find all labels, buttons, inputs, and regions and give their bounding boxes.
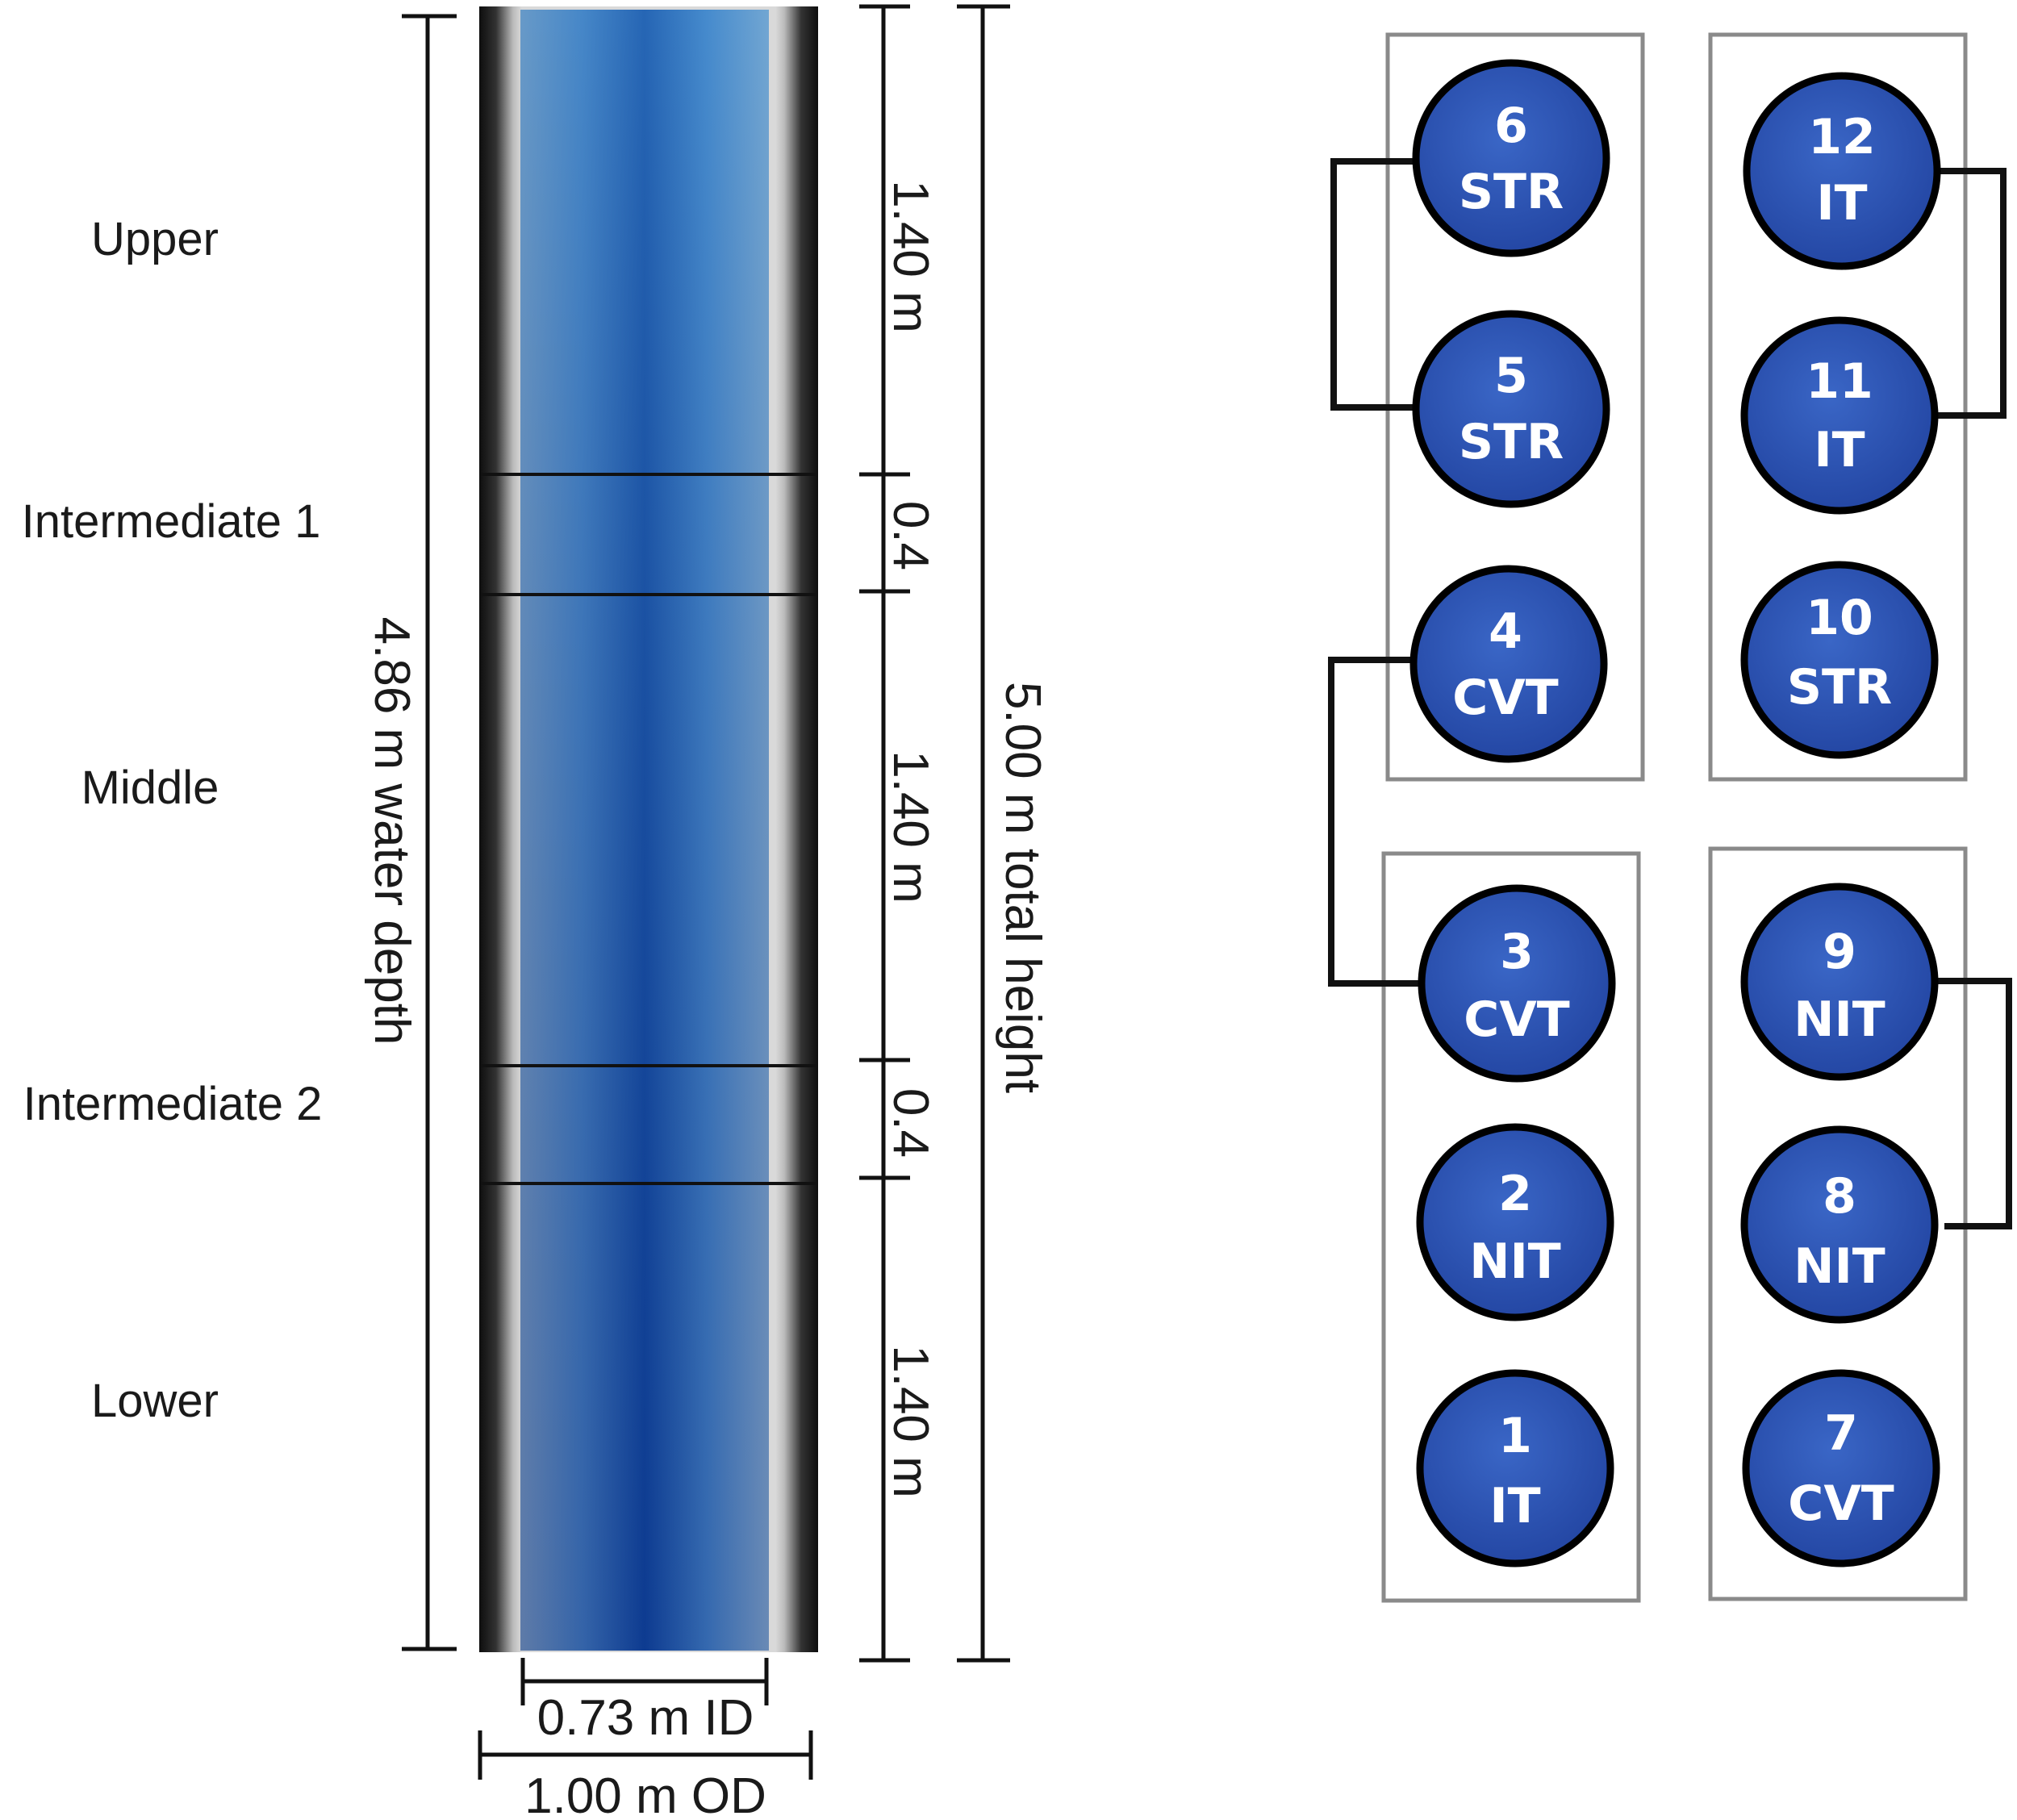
tank-number: 11 [1806,353,1873,410]
segment-label-upper: 1.40 m [883,180,938,333]
tank-type: IT [1814,422,1865,478]
tank-number: 7 [1824,1405,1858,1462]
tank-type: CVT [1788,1476,1894,1532]
tank-number: 10 [1806,590,1873,646]
tank-type: IT [1489,1478,1540,1534]
tank-circle [1740,561,1939,759]
segment-label-middle: 1.40 m [883,750,938,904]
tank-circle [1740,883,1939,1081]
tank-2: 2 NIT [1416,1123,1614,1321]
outer-diameter-label: 1.00 m OD [524,1768,766,1820]
water-depth-label: 4.86 m water depth [364,617,420,1046]
total-height-label: 5.00 m total height [995,682,1050,1093]
tank-type: NIT [1794,1238,1885,1295]
column-water-shade [520,10,769,1651]
tank-number: 8 [1823,1168,1856,1225]
tank-number: 6 [1494,98,1528,154]
outer-diameter-dimension: 1.00 m OD [478,1730,813,1820]
tank-group-box [1381,851,1641,1603]
tank-9: 9 NIT [1740,883,1939,1081]
total-height-dimension: 5.00 m total height [957,4,1050,1663]
tank-type: STR [1459,414,1564,470]
tank-7: 7 CVT [1742,1369,1940,1567]
tank-number: 1 [1498,1408,1532,1464]
tank-12: 12 IT [1743,72,1941,270]
connector-6-5 [1330,158,1418,411]
tank-type: NIT [1794,991,1885,1048]
tank-type: NIT [1469,1234,1561,1290]
section-label-upper: Upper [91,213,219,265]
tank-circle [1416,1123,1614,1321]
tank-circle [1743,72,1941,270]
tank-circle [1412,310,1610,508]
tank-layout: 6 STR 5 STR 4 CVT 12 IT 11 IT 10 STR [1328,32,2012,1603]
tank-number: 12 [1808,109,1876,165]
section-labels: Upper Intermediate 1 Middle Intermediate… [22,213,323,1427]
inner-diameter-dimension: 0.73 m ID [520,1658,769,1746]
tank-4: 4 CVT [1409,565,1608,763]
tank-1: 1 IT [1416,1369,1614,1567]
tank-5: 5 STR [1412,310,1610,508]
tank-circle [1740,1125,1939,1324]
section-label-intermediate-1: Intermediate 1 [22,495,321,548]
segment-dimension: 1.40 m 0.4 1.40 m 0.4 1.40 m [859,4,938,1663]
tank-number: 3 [1500,924,1534,980]
section-label-middle: Middle [81,762,219,814]
inner-diameter-label: 0.73 m ID [537,1690,754,1746]
column [479,6,818,1652]
tank-type: STR [1787,659,1892,716]
tank-circle [1418,884,1616,1083]
tank-number: 2 [1498,1166,1532,1222]
tank-6: 6 STR [1412,59,1610,257]
tank-circle [1412,59,1610,257]
connector-4-3 [1328,657,1422,987]
tank-circle [1740,316,1939,515]
tank-number: 4 [1489,603,1522,660]
connector-9-8 [1936,978,2012,1229]
tank-11: 11 IT [1740,316,1939,515]
tank-8: 8 NIT [1740,1125,1939,1324]
tank-number: 5 [1494,348,1528,404]
connector-12-11 [1936,168,2007,419]
tank-type: IT [1816,175,1867,232]
water-depth-dimension: 4.86 m water depth [364,14,457,1651]
tank-type: CVT [1464,991,1569,1048]
tank-group-box [1708,32,1968,782]
tank-type: CVT [1452,670,1558,726]
section-label-lower: Lower [91,1375,219,1427]
tank-circle [1742,1369,1940,1567]
segment-label-intermediate-1: 0.4 [883,501,938,570]
tank-3: 3 CVT [1418,884,1616,1083]
section-label-intermediate-2: Intermediate 2 [23,1078,323,1130]
tank-circle [1416,1369,1614,1567]
segment-label-intermediate-2: 0.4 [883,1088,938,1158]
tank-circle [1409,565,1608,763]
tank-10: 10 STR [1740,561,1939,759]
tank-number: 9 [1823,924,1856,980]
segment-label-lower: 1.40 m [883,1345,938,1498]
tank-type: STR [1459,164,1564,220]
